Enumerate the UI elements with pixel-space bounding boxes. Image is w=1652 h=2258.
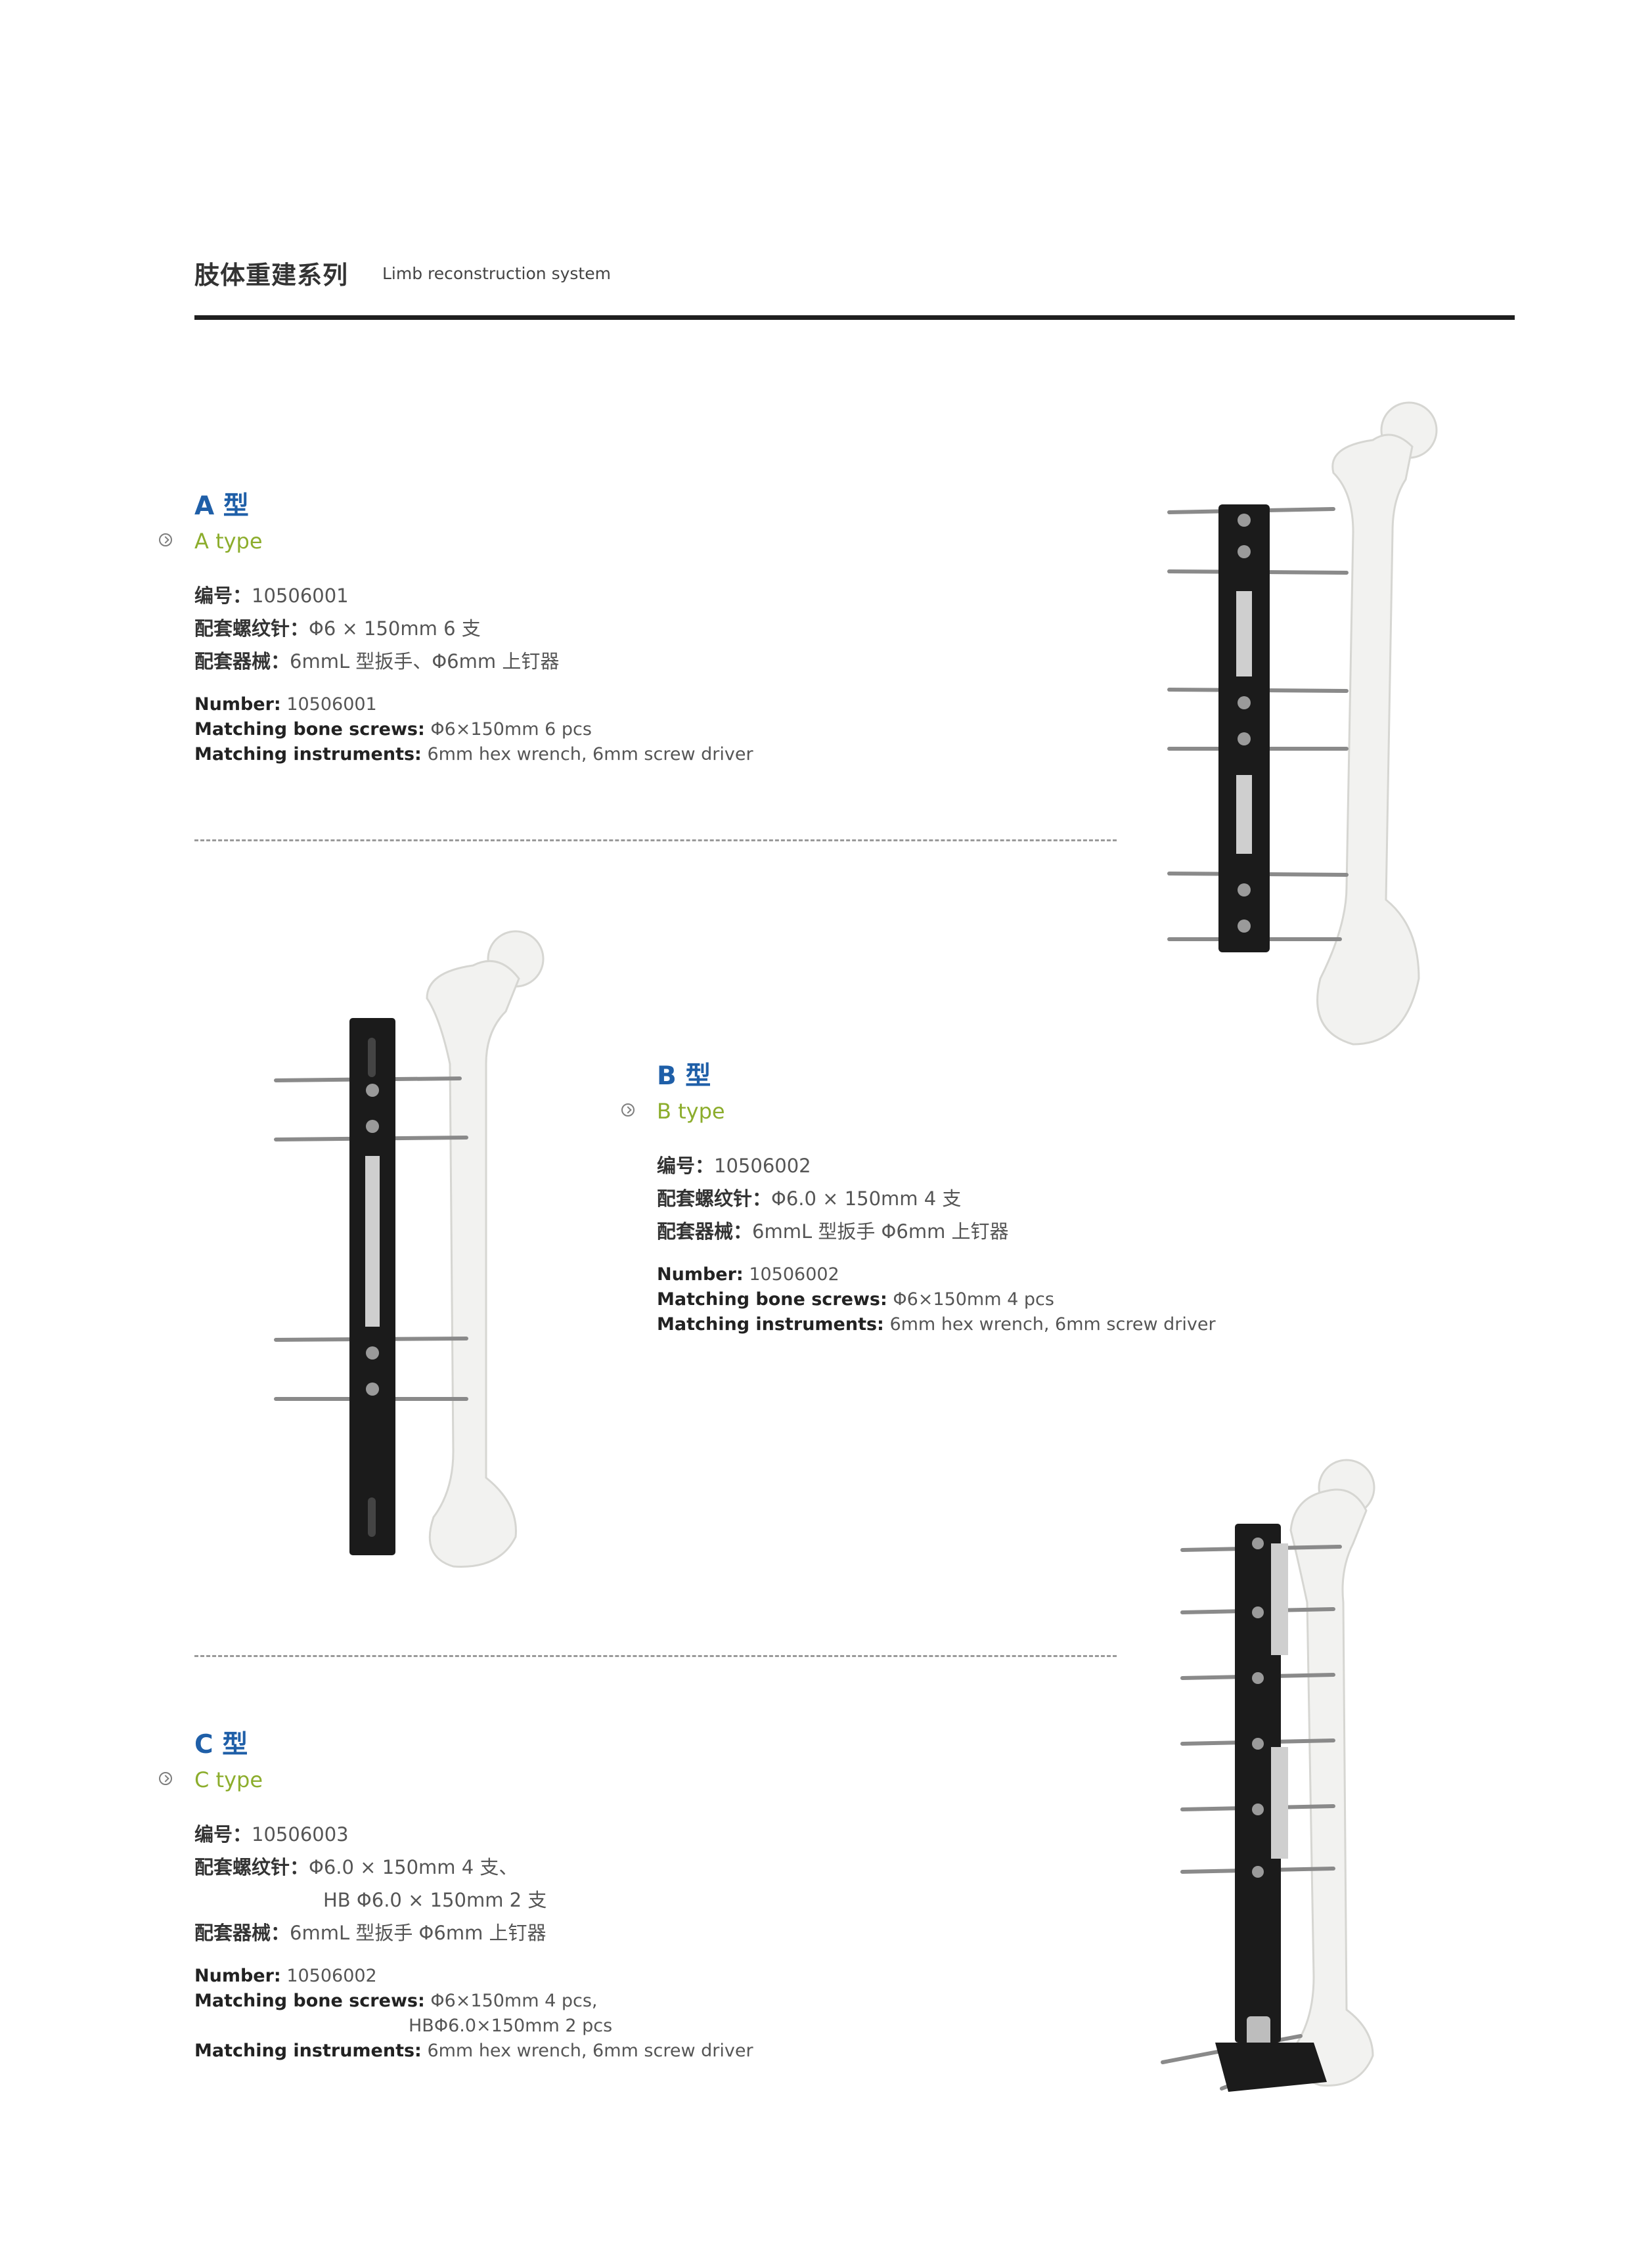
type-title-en: A type <box>194 529 263 554</box>
header-title-en: Limb reconstruction system <box>382 264 611 283</box>
spec-screws-cn: 配套螺纹针：Φ6.0 × 150mm 4 支、 <box>194 1856 518 1878</box>
spec-instruments-en: Matching instruments: 6mm hex wrench, 6m… <box>657 1314 1216 1335</box>
spec-number-cn: 编号：10506002 <box>657 1155 811 1177</box>
product-image-c <box>1161 1459 1375 2092</box>
spec-en: Number: 10506001 Matching bone screws: Φ… <box>194 692 1114 767</box>
spec-number-en: Number: 10506002 <box>657 1264 839 1285</box>
product-section-a: A 型 A type 编号：10506001 配套螺纹针：Φ6 × 150mm … <box>159 491 1114 767</box>
product-image-b <box>274 930 545 1568</box>
spec-instruments-cn: 配套器械：6mmL 型扳手 Φ6mm 上钉器 <box>657 1220 1009 1243</box>
chevron-circle-icon <box>159 533 172 546</box>
spec-number-cn: 编号：10506003 <box>194 1823 349 1846</box>
spec-instruments-cn: 配套器械：6mmL 型扳手、Φ6mm 上钉器 <box>194 650 560 673</box>
femur-bone <box>1316 401 1438 1046</box>
spec-number-cn: 编号：10506001 <box>194 585 349 607</box>
spec-screws-cn: 配套螺纹针：Φ6 × 150mm 6 支 <box>194 617 481 640</box>
spec-cn: 编号：10506003 配套螺纹针：Φ6.0 × 150mm 4 支、 HB Φ… <box>194 1818 1114 1949</box>
spec-number-en: Number: 10506001 <box>194 694 377 715</box>
spec-screws-en: Matching bone screws: Φ6×150mm 6 pcs <box>194 719 592 740</box>
spec-en: Number: 10506002 Matching bone screws: Φ… <box>194 1964 1114 2064</box>
type-title-en: C type <box>194 1767 263 1792</box>
spec-instruments-en: Matching instruments: 6mm hex wrench, 6m… <box>194 2041 753 2061</box>
type-title-cn: A 型 <box>194 491 249 521</box>
fixator-clamp <box>1215 2043 1327 2092</box>
type-title-en: B type <box>657 1099 725 1124</box>
spec-cn: 编号：10506001 配套螺纹针：Φ6 × 150mm 6 支 配套器械：6m… <box>194 579 1114 678</box>
product-image-a <box>1167 401 1438 1046</box>
spec-instruments-cn: 配套器械：6mmL 型扳手 Φ6mm 上钉器 <box>194 1922 547 1944</box>
section-divider <box>194 1655 1117 1657</box>
product-section-c: C 型 C type 编号：10506003 配套螺纹针：Φ6.0 × 150m… <box>159 1730 1114 2064</box>
spec-instruments-en: Matching instruments: 6mm hex wrench, 6m… <box>194 744 753 764</box>
chevron-circle-icon <box>621 1103 635 1117</box>
header-title-cn: 肢体重建系列 <box>194 261 349 290</box>
spec-en: Number: 10506002 Matching bone screws: Φ… <box>657 1262 1576 1337</box>
type-title-cn: B 型 <box>657 1061 711 1091</box>
spec-screws-en-cont: HBΦ6.0×150mm 2 pcs <box>409 2016 613 2036</box>
product-section-b: B 型 B type 编号：10506002 配套螺纹针：Φ6.0 × 150m… <box>621 1061 1576 1337</box>
spec-screws-cn-cont: HB Φ6.0 × 150mm 2 支 <box>323 1889 547 1911</box>
spec-screws-en: Matching bone screws: Φ6×150mm 4 pcs, <box>194 1991 598 2011</box>
spec-screws-en: Matching bone screws: Φ6×150mm 4 pcs <box>657 1289 1054 1310</box>
femur-bone <box>1289 1459 1375 2087</box>
section-divider <box>194 839 1117 841</box>
spec-screws-cn: 配套螺纹针：Φ6.0 × 150mm 4 支 <box>657 1187 962 1210</box>
spec-number-en: Number: 10506002 <box>194 1966 377 1986</box>
spec-cn: 编号：10506002 配套螺纹针：Φ6.0 × 150mm 4 支 配套器械：… <box>657 1149 1576 1248</box>
header-rule <box>194 315 1515 320</box>
fixator-bar <box>1218 504 1270 952</box>
type-title-cn: C 型 <box>194 1730 248 1760</box>
fixator-bar <box>1235 1524 1281 2043</box>
femur-bone <box>426 930 545 1568</box>
chevron-circle-icon <box>159 1772 172 1785</box>
